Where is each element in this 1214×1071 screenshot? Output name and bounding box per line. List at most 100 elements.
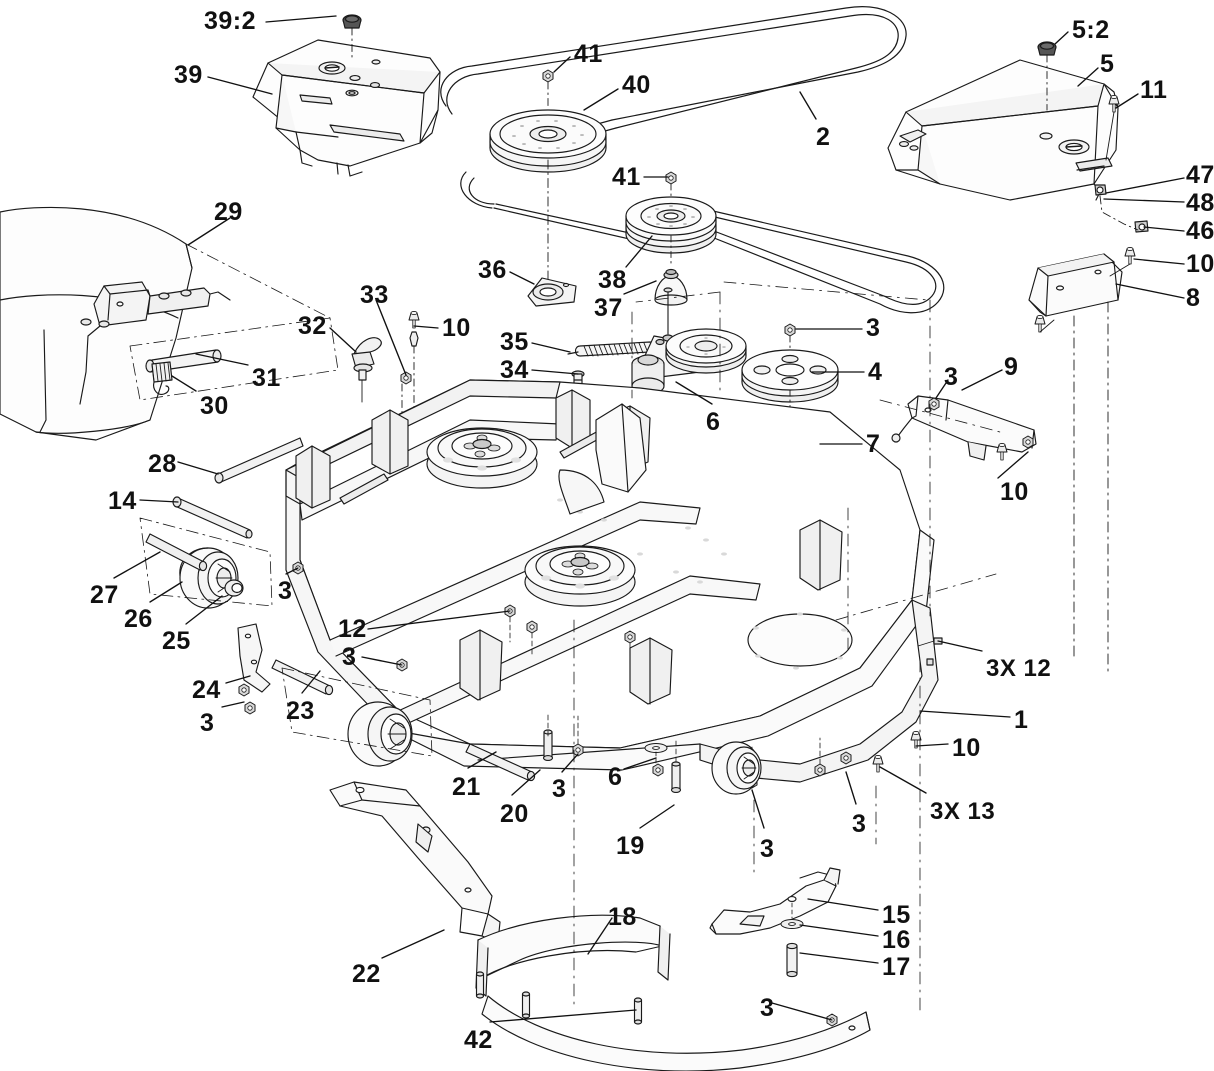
callout-3X_13: 3X 13 bbox=[930, 798, 996, 825]
leader-line-6 bbox=[675, 381, 713, 405]
callout-7: 7 bbox=[866, 430, 881, 458]
leader-line-47 bbox=[1105, 177, 1185, 194]
leader-line-21 bbox=[467, 751, 497, 769]
callout-3: 3 bbox=[866, 314, 881, 342]
leader-line-24 bbox=[225, 675, 251, 684]
callout-47: 47 bbox=[1186, 161, 1214, 189]
callout-3X_12: 3X 12 bbox=[986, 655, 1052, 682]
callout-42: 42 bbox=[464, 1026, 493, 1054]
callout-9: 9 bbox=[1004, 353, 1019, 381]
leader-line-3 bbox=[285, 567, 299, 575]
callout-27: 27 bbox=[90, 581, 119, 609]
callout-39_2: 39:2 bbox=[204, 7, 257, 35]
callout-34: 34 bbox=[500, 356, 529, 384]
leader-line-6 bbox=[623, 757, 657, 770]
callout-6: 6 bbox=[706, 408, 721, 436]
leader-line-38 bbox=[625, 235, 653, 268]
callout-41: 41 bbox=[574, 40, 603, 68]
leader-line-23 bbox=[301, 670, 321, 694]
callout-48: 48 bbox=[1186, 189, 1214, 217]
callout-6: 6 bbox=[608, 763, 623, 791]
leader-line-1 bbox=[919, 710, 1011, 718]
callout-4: 4 bbox=[868, 358, 883, 386]
leader-line-3 bbox=[935, 379, 949, 399]
callout-37: 37 bbox=[594, 294, 623, 322]
callout-3: 3 bbox=[200, 709, 215, 737]
callout-10: 10 bbox=[1000, 478, 1029, 506]
callout-10: 10 bbox=[952, 734, 981, 762]
leader-line-20 bbox=[511, 769, 541, 796]
leader-line-5 bbox=[1077, 67, 1099, 87]
callout-36: 36 bbox=[478, 256, 507, 284]
callout-5: 5 bbox=[1100, 50, 1115, 78]
callout-3: 3 bbox=[852, 810, 867, 838]
leader-line-9 bbox=[961, 369, 1003, 391]
leader-line-17 bbox=[799, 952, 879, 964]
leader-line-36 bbox=[509, 271, 535, 285]
callout-3: 3 bbox=[552, 775, 567, 803]
callout-3: 3 bbox=[760, 835, 775, 863]
callout-3: 3 bbox=[760, 994, 775, 1022]
leader-line-10 bbox=[413, 325, 439, 329]
leader-line-33 bbox=[375, 299, 407, 376]
leader-line-3 bbox=[361, 656, 403, 666]
callout-2: 2 bbox=[816, 123, 831, 151]
callout-10: 10 bbox=[442, 314, 471, 342]
callout-32: 32 bbox=[298, 312, 327, 340]
callout-41: 41 bbox=[612, 163, 641, 191]
leader-line-16 bbox=[799, 924, 879, 937]
leader-line-29 bbox=[187, 217, 231, 246]
leader-line-3 bbox=[561, 753, 579, 773]
callout-31: 31 bbox=[252, 364, 281, 392]
leader-line-46 bbox=[1143, 226, 1185, 232]
leader-line-3X_12 bbox=[937, 640, 983, 652]
callout-30: 30 bbox=[200, 392, 229, 420]
leader-line-5_2 bbox=[1054, 31, 1069, 45]
leader-line-32 bbox=[329, 327, 357, 353]
callout-10: 10 bbox=[1186, 250, 1214, 278]
leader-line-25 bbox=[185, 595, 223, 625]
callout-40: 40 bbox=[622, 71, 651, 99]
leader-line-39 bbox=[207, 76, 273, 95]
leader-line-11 bbox=[1115, 93, 1139, 109]
leader-line-42 bbox=[489, 1009, 637, 1023]
leader-line-34 bbox=[531, 369, 579, 375]
callout-15: 15 bbox=[882, 901, 911, 929]
leader-line-2 bbox=[799, 91, 817, 120]
callout-39: 39 bbox=[174, 61, 203, 89]
callout-35: 35 bbox=[500, 328, 529, 356]
leader-line-10 bbox=[997, 451, 1029, 479]
callout-3: 3 bbox=[342, 643, 357, 671]
callout-5_2: 5:2 bbox=[1072, 16, 1110, 44]
callout-25: 25 bbox=[162, 627, 191, 655]
callout-38: 38 bbox=[598, 266, 627, 294]
callout-33: 33 bbox=[360, 281, 389, 309]
leader-line-22 bbox=[381, 929, 445, 959]
leader-line-30 bbox=[171, 375, 197, 392]
callout-11: 11 bbox=[1140, 76, 1168, 104]
callout-26: 26 bbox=[124, 605, 153, 633]
leader-line-28 bbox=[177, 461, 219, 475]
callout-29: 29 bbox=[214, 198, 243, 226]
callout-16: 16 bbox=[882, 926, 911, 954]
leader-line-27 bbox=[113, 551, 161, 579]
leader-line-40 bbox=[583, 88, 619, 111]
callout-20: 20 bbox=[500, 800, 529, 828]
callout-1: 1 bbox=[1014, 706, 1029, 734]
callout-3: 3 bbox=[944, 363, 959, 391]
callout-28: 28 bbox=[148, 450, 177, 478]
leader-line-3 bbox=[845, 771, 857, 805]
leader-line-19 bbox=[639, 804, 675, 829]
callout-19: 19 bbox=[616, 832, 645, 860]
leader-line-14 bbox=[139, 499, 179, 503]
callout-23: 23 bbox=[286, 697, 315, 725]
leader-line-35 bbox=[531, 342, 571, 353]
leader-line-3 bbox=[221, 701, 245, 708]
leader-line-10 bbox=[915, 743, 949, 747]
leader-line-37 bbox=[623, 280, 657, 295]
leader-line-3 bbox=[771, 1002, 833, 1021]
callout-17: 17 bbox=[882, 953, 911, 981]
callout-46: 46 bbox=[1186, 217, 1214, 245]
